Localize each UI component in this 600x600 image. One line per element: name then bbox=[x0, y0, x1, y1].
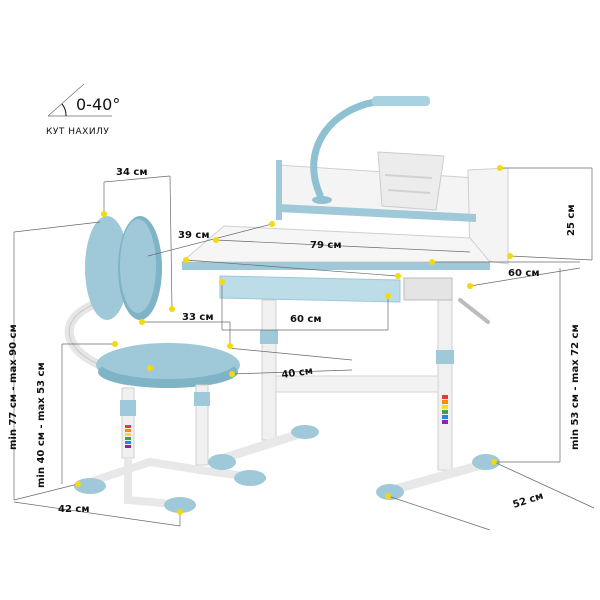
chair-foot-left bbox=[74, 478, 106, 494]
dim-seat-depth: 40 см bbox=[281, 366, 314, 381]
dim-desk-width: 79 см bbox=[310, 240, 342, 251]
tilt-angle-label: 0-40° bbox=[76, 95, 120, 114]
desk-side-bracket bbox=[403, 277, 453, 301]
dim-seat-height: min 40 см - max 53 см bbox=[36, 362, 47, 488]
desk-height-scale bbox=[442, 395, 448, 424]
dim-drawer-width: 60 см bbox=[290, 314, 322, 325]
chair-base-frame bbox=[88, 457, 259, 486]
dim-desk-depth: 39 см bbox=[178, 230, 210, 241]
chair-foot-front bbox=[164, 497, 196, 513]
desk-foot-right bbox=[383, 457, 494, 497]
dim-backrest-width: 34 см bbox=[116, 167, 148, 178]
chair-height-scale bbox=[125, 425, 131, 448]
desk-leg-right bbox=[437, 299, 453, 471]
dim-shelf-height: 25 см bbox=[566, 205, 577, 237]
dim-seat-width: 33 см bbox=[182, 312, 214, 323]
desk-crossbar bbox=[275, 375, 439, 393]
desk-lamp-head bbox=[372, 96, 430, 106]
desk bbox=[180, 96, 509, 500]
backrest-cushion-left bbox=[85, 216, 129, 320]
tilt-crank-handle bbox=[458, 298, 490, 324]
chair bbox=[64, 216, 266, 513]
measurement-markers bbox=[75, 165, 513, 515]
tilt-angle-indicator bbox=[47, 83, 112, 117]
book-stand bbox=[377, 151, 445, 211]
dimension-lines bbox=[13, 167, 595, 531]
desk-top-edge bbox=[182, 262, 490, 270]
dim-desk-base: 52 см bbox=[512, 491, 545, 511]
desk-drawer bbox=[219, 275, 401, 303]
tilt-angle-caption: КУТ НАХИЛУ bbox=[46, 127, 109, 137]
desk-leg-left bbox=[261, 299, 277, 441]
dim-chair-height: min 77 см - max 90 см bbox=[8, 324, 19, 450]
desk-lamp-base bbox=[312, 196, 332, 204]
dim-desk-height: min 53 см - max 72 см bbox=[570, 324, 581, 450]
desk-shelf-trim bbox=[278, 204, 476, 222]
desk-lamp-arm bbox=[310, 98, 379, 199]
desk-shelf-side bbox=[467, 167, 509, 265]
dim-chair-base: 42 см bbox=[58, 504, 90, 515]
dim-shelf-depth: 60 см bbox=[508, 268, 540, 279]
